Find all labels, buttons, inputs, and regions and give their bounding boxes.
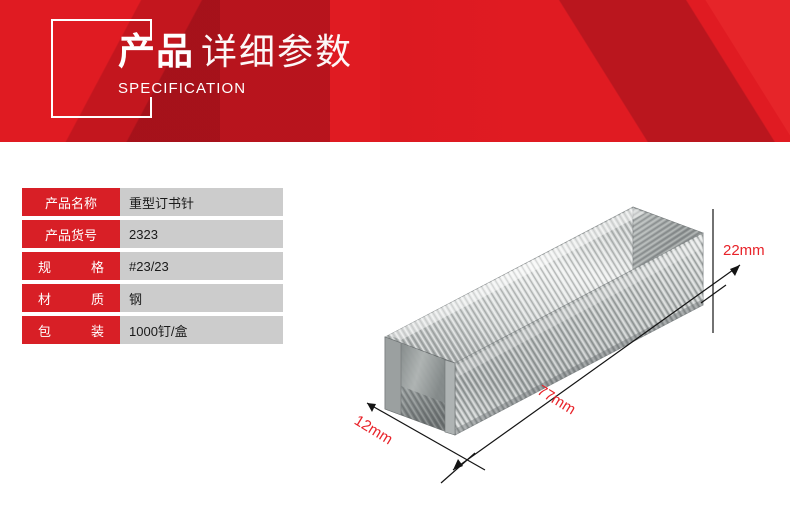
spec-value: 1000钉/盒: [120, 316, 283, 344]
banner-frame-right-edge-upper: [150, 19, 152, 40]
page-title-primary: 产品: [118, 31, 194, 72]
dimension-label-height: 22mm: [723, 242, 765, 259]
banner-shade-mid: [380, 0, 520, 142]
page-title: 产品详细参数: [118, 33, 353, 70]
staple-right-leg-face: [444, 359, 456, 436]
dimension-line-length: [452, 264, 741, 471]
spec-label: 产品名称: [22, 188, 120, 216]
spec-label: 包装: [22, 316, 120, 344]
dimension-line-depth: [366, 402, 486, 471]
spec-label-char: 包: [38, 323, 52, 339]
dimension-lines: [366, 209, 741, 484]
dimension-arrowheads: [367, 265, 740, 470]
banner-frame-left-edge: [51, 19, 53, 118]
staple-channel-floor: [401, 343, 445, 403]
spec-value: #23/23: [120, 252, 283, 280]
spec-label: 材质: [22, 284, 120, 312]
table-row: 产品名称重型订书针: [22, 188, 283, 216]
product-image: 22mm 77mm 12mm: [345, 185, 790, 485]
spec-label-char: 规: [38, 259, 52, 275]
staple-left-leg-face: [384, 336, 402, 416]
banner-frame-bottom-edge: [51, 116, 152, 118]
spec-label-char: 材: [38, 291, 52, 307]
staple-strip-body: [384, 206, 704, 436]
staple-front-face-ribbing: [455, 233, 703, 435]
arrow-length-upper: [730, 265, 740, 276]
spec-value: 重型订书针: [120, 188, 283, 216]
arrow-length-lower: [453, 459, 463, 470]
table-row: 规格#23/23: [22, 252, 283, 280]
spec-value: 钢: [120, 284, 283, 312]
specification-banner: 产品详细参数 SPECIFICATION: [0, 0, 790, 142]
dimension-tick-length-end: [700, 284, 727, 304]
page-title-secondary: 详细参数: [201, 31, 354, 72]
banner-frame-right-edge-lower: [150, 97, 152, 118]
banner-text-block: 产品详细参数 SPECIFICATION: [118, 33, 353, 96]
spec-label-char: 装: [90, 323, 104, 339]
staple-top-highlight: [389, 208, 645, 340]
spec-label-char: 质: [90, 291, 104, 307]
staple-top-face-ribbing: [385, 207, 703, 363]
staple-strip-illustration: [366, 206, 741, 484]
banner-frame-top-edge: [51, 19, 152, 21]
page-subtitle: SPECIFICATION: [118, 80, 247, 97]
table-row: 材质钢: [22, 284, 283, 312]
spec-value: 2323: [120, 220, 283, 248]
spec-label-char: 格: [90, 259, 104, 275]
spec-label: 产品货号: [22, 220, 120, 248]
staple-front-highlight: [457, 237, 701, 377]
staple-bottom-shadow: [455, 299, 703, 435]
spec-label: 规格: [22, 252, 120, 280]
arrow-depth-left: [367, 403, 376, 412]
banner-shade-right: [505, 0, 790, 142]
banner-shade-right-edge: [690, 0, 790, 142]
